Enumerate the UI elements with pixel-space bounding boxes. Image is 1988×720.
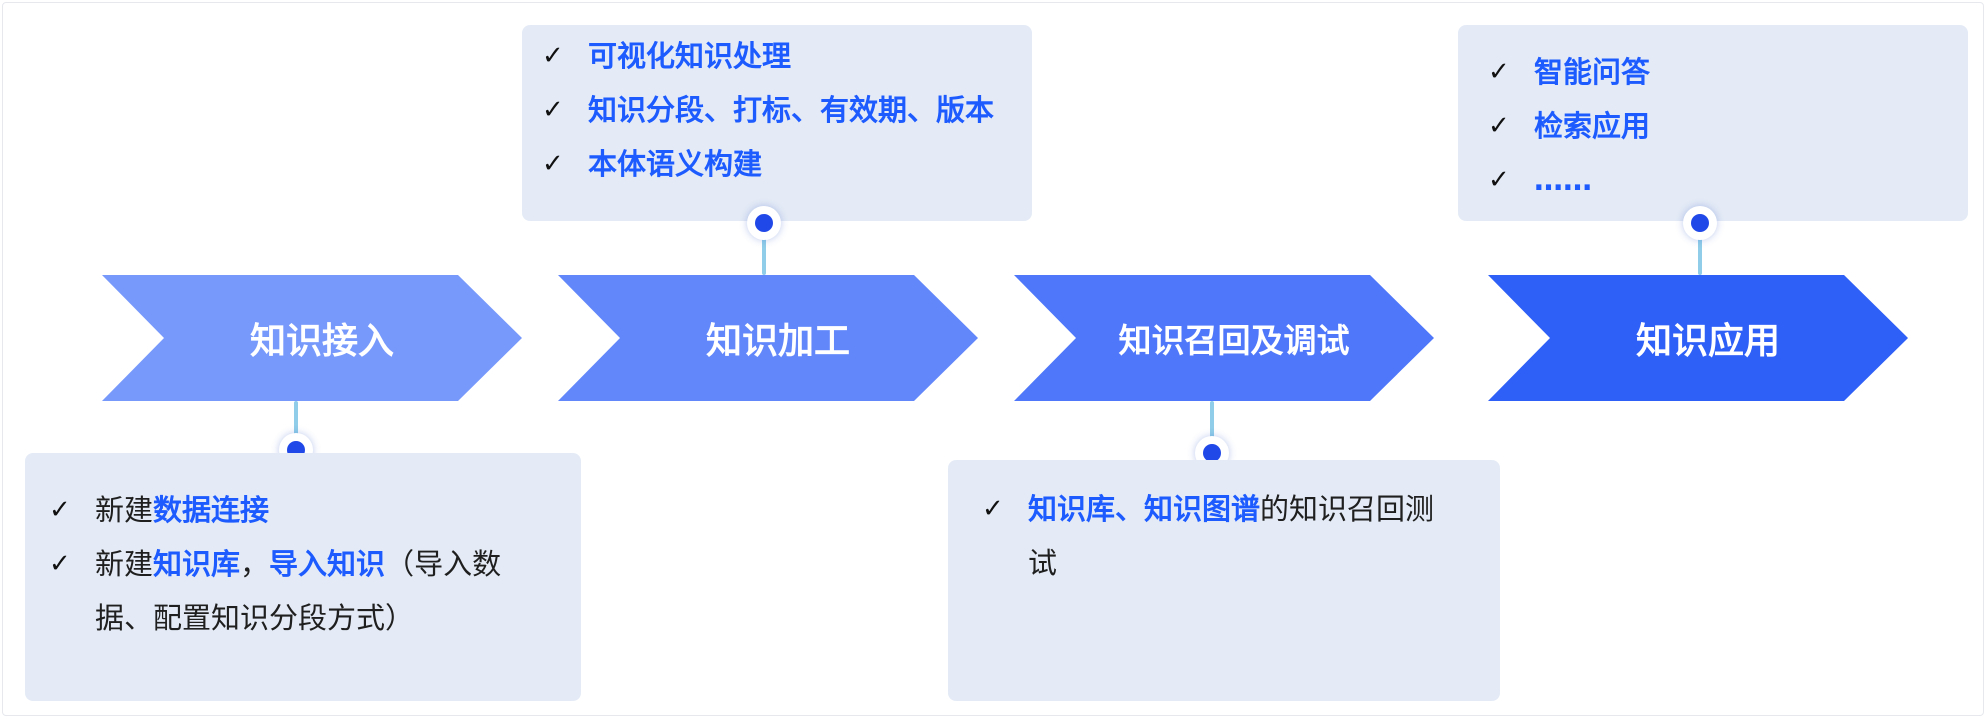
- item-text: 检索应用: [1534, 109, 1651, 143]
- check-icon: ✓: [542, 149, 564, 179]
- item-text: 知识分段、打标、有效期、版本: [588, 93, 995, 127]
- list-item: ✓ 新建数据连接: [49, 483, 549, 537]
- panel-processing: ✓ 可视化知识处理 ✓ 知识分段、打标、有效期、版本 ✓ 本体语义构建: [522, 25, 1032, 221]
- list-item: ✓ 智能问答: [1488, 45, 1650, 99]
- list-item: ✓ ……: [1488, 153, 1592, 207]
- step-arrow-access: 知识接入: [102, 275, 522, 401]
- check-icon: ✓: [1488, 111, 1510, 141]
- connector-line: [762, 221, 766, 275]
- item-text: ……: [1534, 163, 1592, 197]
- list-item: ✓ 知识库、知识图谱的知识召回测试: [982, 482, 1462, 590]
- check-icon: ✓: [49, 549, 71, 579]
- text-plain: 新建: [95, 493, 154, 527]
- panel-recall: ✓ 知识库、知识图谱的知识召回测试: [948, 460, 1500, 701]
- connector-line: [1210, 401, 1214, 455]
- connector-dot: [1683, 206, 1717, 240]
- step-label: 知识加工: [705, 321, 850, 362]
- text-highlight: 数据连接: [153, 493, 270, 527]
- connector-line: [1698, 221, 1702, 275]
- item-text: 智能问答: [1534, 55, 1651, 89]
- text-highlight: 知识库、知识图谱: [1028, 492, 1261, 526]
- text-plain: （导入数据、配置知识分段方式）: [95, 547, 502, 635]
- list-item: ✓ 本体语义构建: [542, 137, 762, 191]
- text-plain: ，: [240, 547, 270, 581]
- connector-dot: [747, 206, 781, 240]
- item-text: 知识库、知识图谱的知识召回测试: [1028, 482, 1458, 590]
- check-icon: ✓: [49, 495, 71, 525]
- item-text: 本体语义构建: [588, 147, 763, 181]
- text-highlight: 知识库: [153, 547, 241, 581]
- check-icon: ✓: [1488, 57, 1510, 87]
- step-label: 知识应用: [1635, 321, 1780, 362]
- panel-access: ✓ 新建数据连接 ✓ 新建知识库，导入知识（导入数据、配置知识分段方式）: [25, 453, 581, 701]
- list-item: ✓ 检索应用: [1488, 99, 1650, 153]
- item-text: 新建知识库，导入知识（导入数据、配置知识分段方式）: [95, 537, 525, 645]
- text-plain: 的知识召回测试: [1028, 492, 1435, 580]
- check-icon: ✓: [982, 494, 1004, 524]
- list-item: ✓ 知识分段、打标、有效期、版本: [542, 83, 994, 137]
- step-arrow-application: 知识应用: [1488, 275, 1908, 401]
- connector-line: [294, 401, 298, 451]
- check-icon: ✓: [542, 95, 564, 125]
- item-text: 可视化知识处理: [588, 39, 792, 73]
- step-arrow-recall: 知识召回及调试: [1014, 275, 1434, 401]
- list-item: ✓ 新建知识库，导入知识（导入数据、配置知识分段方式）: [49, 537, 529, 645]
- item-text: 新建数据连接: [95, 483, 269, 537]
- step-arrow-processing: 知识加工: [558, 275, 978, 401]
- step-label: 知识接入: [249, 321, 394, 362]
- check-icon: ✓: [1488, 165, 1510, 195]
- step-label: 知识召回及调试: [1118, 321, 1350, 360]
- panel-application: ✓ 智能问答 ✓ 检索应用 ✓ ……: [1458, 25, 1968, 221]
- text-plain: 新建: [95, 547, 154, 581]
- list-item: ✓ 可视化知识处理: [542, 29, 791, 83]
- text-highlight: 导入知识: [269, 547, 386, 581]
- check-icon: ✓: [542, 41, 564, 71]
